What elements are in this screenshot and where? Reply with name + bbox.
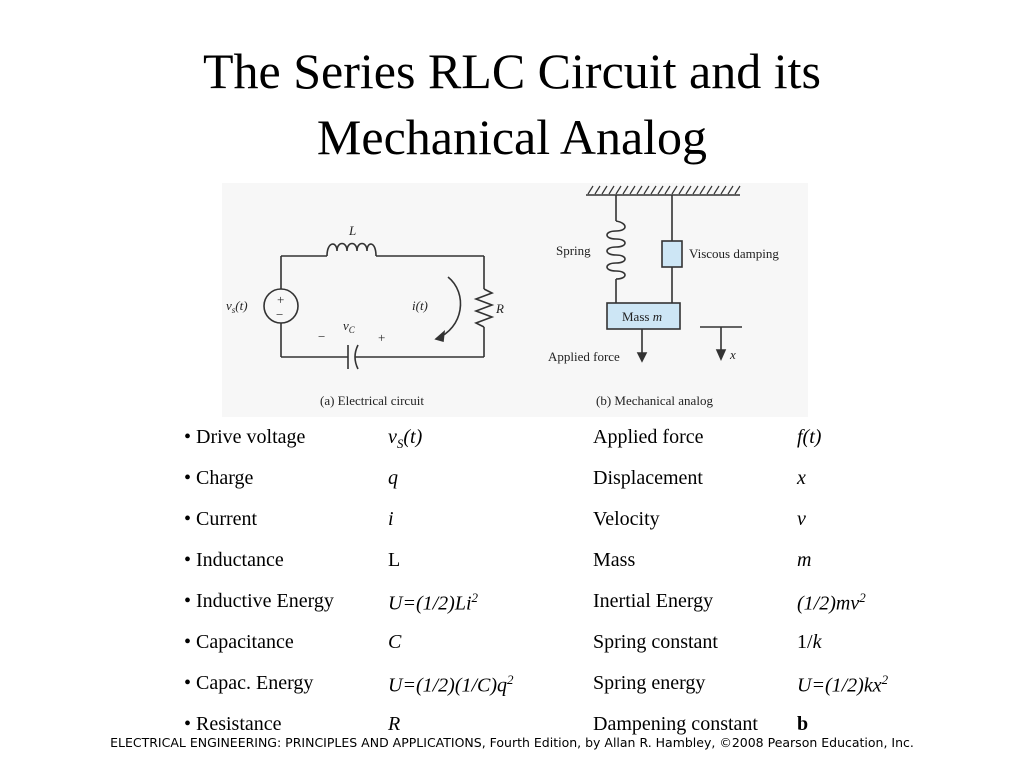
rlc-figure: + − vs(t) L i(t) R vC − + (a) Electrical… [226,185,779,408]
ceiling-hatch [587,185,741,195]
table-row: • Inductive Energy U=(1/2)Li2 Inertial E… [184,582,924,623]
electrical-quantity: • Inductive Energy [184,590,334,612]
mechanical-quantity: Spring constant [593,631,718,653]
mechanical-symbol: U=(1/2)kx2 [797,672,889,697]
mechanical-quantity: Displacement [593,467,703,489]
figure-panel: + − vs(t) L i(t) R vC − + (a) Electrical… [222,183,808,417]
electrical-quantity: • Capac. Energy [184,672,314,694]
mechanical-caption: (b) Mechanical analog [596,393,713,408]
electrical-quantity: • Charge [184,467,254,489]
mechanical-quantity: Dampening constant [593,713,758,735]
electrical-symbol: q [388,467,398,489]
source-label: vs(t) [226,298,248,315]
mechanical-quantity: Velocity [593,508,660,530]
electrical-symbol: C [388,631,402,653]
title-line-2: Mechanical Analog [316,109,708,165]
electrical-quantity: • Capacitance [184,631,294,653]
electrical-quantity: • Inductance [184,549,284,571]
electrical-quantity: • Resistance [184,713,282,735]
mechanical-quantity: Spring energy [593,672,706,694]
mechanical-symbol: x [797,467,806,489]
slide-title: The Series RLC Circuit and its Mechanica… [0,38,1024,170]
displacement-arrowhead [715,349,727,361]
damper-cylinder [661,240,683,268]
analogy-table: • Drive voltage vS(t) Applied force f(t)… [184,418,924,746]
electrical-symbol: U=(1/2)(1/C)q2 [388,672,514,697]
capacitor-voltage-sub: C [349,325,356,335]
mechanical-symbol: m [797,549,812,571]
mechanical-symbol: f(t) [797,426,822,448]
current-arrowhead [434,330,446,343]
electrical-quantity: • Current [184,508,258,530]
capacitor-plus-sign: + [378,330,385,345]
electrical-quantity: • Drive voltage [184,426,306,448]
mechanical-quantity: Mass [593,549,636,571]
table-row: • Capac. Energy U=(1/2)(1/C)q2 Spring en… [184,664,924,705]
source-label-sub: s [232,305,236,315]
mass-block [606,302,681,330]
spring-coil [606,220,626,280]
mechanical-quantity: Applied force [593,426,704,448]
electrical-symbol: vS(t) [388,426,423,451]
current-arrow [435,276,462,340]
table-row: • Capacitance C Spring constant 1/k [184,623,924,664]
voltage-source-symbol [263,288,299,324]
current-label: i(t) [412,298,428,313]
table-row: • Inductance L Mass m [184,541,924,582]
electrical-symbol: L [388,549,401,571]
spring-label: Spring [556,243,591,258]
electrical-symbol: U=(1/2)Li2 [388,590,478,615]
damper-label: Viscous damping [689,246,779,261]
source-plus-sign: + [277,292,284,307]
resistor-symbol [473,288,495,328]
force-label: Applied force [548,349,620,364]
capacitor-voltage-label: vC [343,318,356,335]
electrical-symbol: i [388,508,394,530]
title-line-1: The Series RLC Circuit and its [203,43,821,99]
capacitor-minus-sign: − [318,329,325,344]
mechanical-symbol: b [797,713,809,735]
table-row: • Resistance R Dampening constant b [184,705,924,746]
source-minus-sign: − [276,307,283,322]
electrical-symbol: R [388,713,401,735]
mechanical-analog [586,185,742,363]
mass-label: Mass m [622,309,662,324]
table-row: • Current i Velocity v [184,500,924,541]
mechanical-symbol: (1/2)mv2 [797,590,866,615]
inductor-label: L [348,223,356,238]
inductor-symbol [326,242,377,257]
circuit-caption: (a) Electrical circuit [320,393,424,408]
electrical-circuit [263,242,495,370]
mechanical-symbol: v [797,508,806,530]
force-arrowhead [636,352,648,363]
footer-citation: ELECTRICAL ENGINEERING: PRINCIPLES AND A… [110,735,914,750]
mechanical-symbol: 1/k [797,631,822,653]
table-row: • Drive voltage vS(t) Applied force f(t) [184,418,924,459]
resistor-label: R [495,301,504,316]
table-row: • Charge q Displacement x [184,459,924,500]
mechanical-quantity: Inertial Energy [593,590,714,612]
displacement-label: x [729,347,736,362]
